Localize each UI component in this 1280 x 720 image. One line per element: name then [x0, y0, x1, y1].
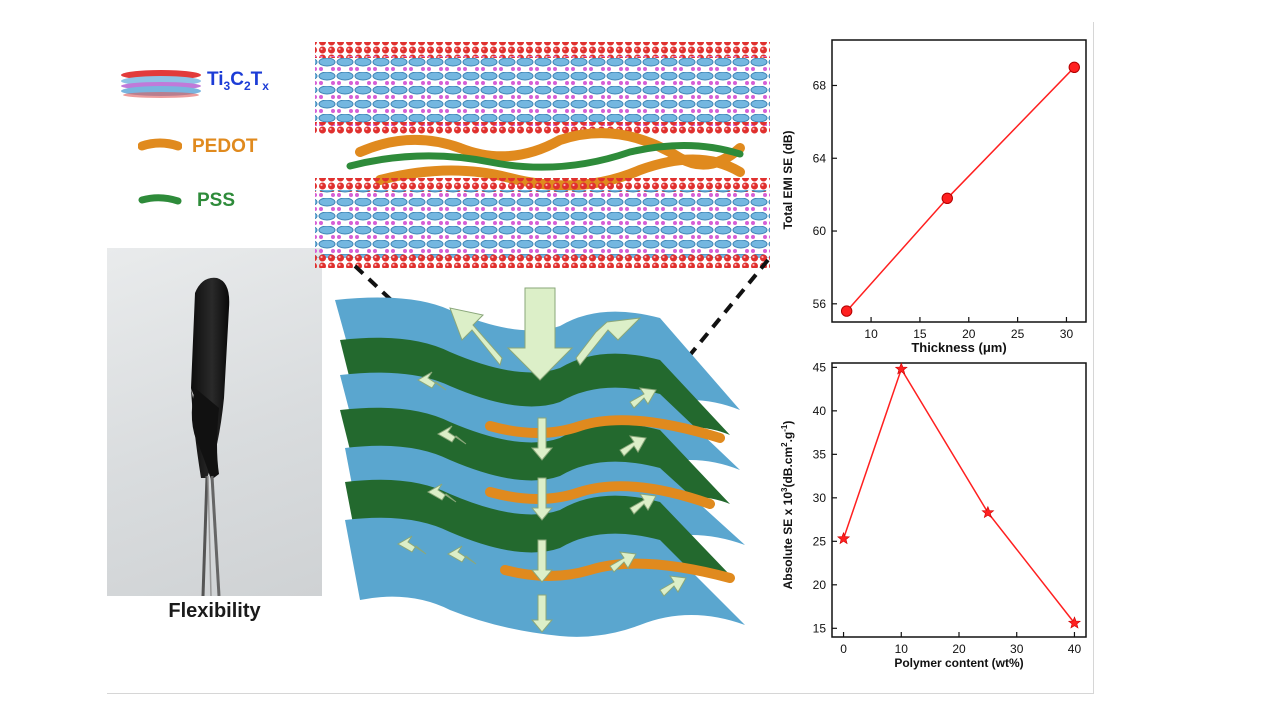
polymer-strands: [346, 128, 745, 191]
chart1-point-1: [941, 192, 953, 204]
chart1-xtick-label-0: 10: [864, 327, 878, 341]
chart2-y-ticks: 15 20 25 30 35 40 45: [813, 360, 837, 635]
chart2-y-axis-label: Absolute SE x 103(dB.cm2.g-1): [780, 421, 795, 590]
chart2-ytick-label-3: 30: [813, 491, 827, 505]
chart2-frame: [831, 362, 1087, 638]
legend-pss-label: PSS: [197, 190, 236, 211]
chart1-points: [840, 61, 1080, 317]
chart1-x-axis-label: Thickness (μm): [911, 340, 1006, 355]
flexibility-photo: [107, 248, 322, 597]
chart2-point-0: [837, 531, 851, 545]
chart2-points: [837, 362, 1081, 629]
mxene-layer-top: [315, 42, 770, 134]
mxene-stack-icon: [121, 70, 201, 98]
chart2-point-2: [981, 505, 995, 519]
legend-mxene-label: Ti3C2Tx: [207, 69, 269, 93]
chart1-xtick-label-4: 30: [1060, 327, 1074, 341]
chart1-series-line: [846, 66, 1075, 312]
chart2-ytick-label-0: 15: [813, 621, 827, 635]
chart2-x-ticks: 0 10 20 30 40: [840, 632, 1081, 656]
chart2-ytick-label-1: 20: [813, 578, 827, 592]
chart2-ytick-label-5: 40: [813, 404, 827, 418]
emi-wave-arrows: [396, 287, 687, 633]
chart1-xtick-label-1: 15: [913, 327, 927, 341]
chart2-xtick-label-3: 30: [1010, 642, 1024, 656]
chart1-xtick-label-2: 20: [962, 327, 976, 341]
chart2-ytick-label-6: 45: [813, 360, 827, 374]
chart-absolute-se-vs-polymer: 15 20 25 30 35 40 45 0 10 20 30 40 Absolute SE x 1…: [780, 360, 1087, 670]
chart2-xtick-label-2: 20: [952, 642, 966, 656]
chart1-ytick-label-1: 60: [813, 224, 827, 238]
chart2-point-3: [1067, 616, 1081, 629]
chart2-ytick-label-2: 25: [813, 534, 827, 548]
pss-strand-icon: [138, 194, 182, 205]
chart1-ytick-label-2: 64: [813, 151, 827, 165]
chart1-point-2: [1068, 61, 1080, 73]
chart2-xtick-label-0: 0: [840, 642, 847, 656]
chart2-ytick-label-4: 35: [813, 447, 827, 461]
chart2-xtick-label-1: 10: [895, 642, 909, 656]
chart2-series-line: [842, 367, 1076, 624]
incident-wave-arrow: [506, 287, 574, 381]
chart1-point-0: [840, 305, 853, 317]
chart2-xtick-label-4: 40: [1068, 642, 1082, 656]
panel-border-right: [1093, 22, 1094, 694]
chart1-x-ticks: 10 15 20 25 30: [864, 317, 1073, 341]
panel-border-bottom: [107, 693, 1094, 694]
chart2-x-axis-label: Polymer content (wt%): [894, 656, 1023, 670]
legend-pedot-label: PEDOT: [192, 136, 258, 157]
chart-emi-vs-thickness: 56 60 64 68 10 15 20 25 30 Total EMI SE (dB) Th…: [781, 39, 1087, 355]
chart1-y-axis-label: Total EMI SE (dB): [781, 130, 795, 229]
chart1-ytick-label-3: 68: [813, 78, 827, 92]
flexibility-caption: Flexibility: [168, 600, 261, 622]
chart1-ytick-label-0: 56: [813, 297, 827, 311]
mxene-layer-bottom: [315, 178, 770, 268]
chart2-point-1: [894, 362, 908, 375]
layered-structure-schematic: [315, 42, 770, 637]
chart1-y-ticks: 56 60 64 68: [813, 78, 837, 311]
chart1-frame: [831, 39, 1087, 323]
tweezers-film-illustration: [191, 277, 230, 597]
pedot-strand-icon: [138, 138, 182, 151]
chart1-xtick-label-3: 25: [1011, 327, 1025, 341]
